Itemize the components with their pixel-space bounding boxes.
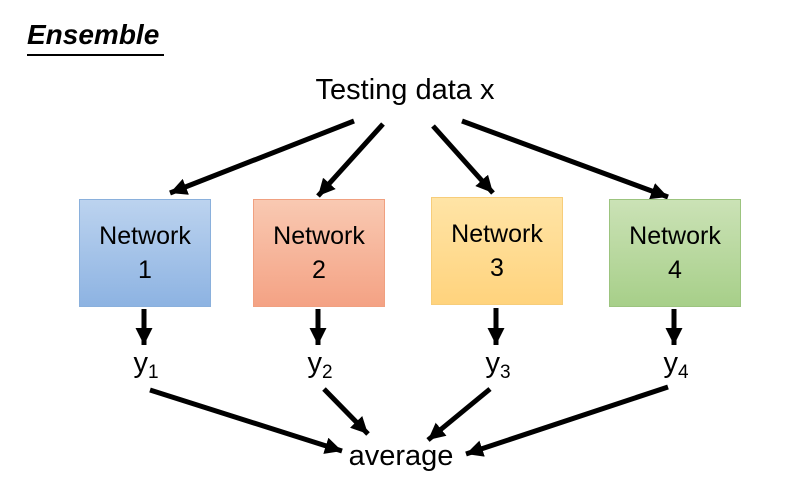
title-underline bbox=[27, 54, 164, 56]
output-subscript: 1 bbox=[147, 362, 159, 383]
arrow-output-1-to-average bbox=[149, 387, 343, 454]
network-label: Network bbox=[451, 220, 543, 248]
network-label: Network bbox=[99, 222, 191, 250]
arrow-output-2-to-average bbox=[322, 387, 370, 436]
network-box-4: Network 4 bbox=[609, 199, 741, 307]
network-label: Network bbox=[629, 222, 721, 250]
output-y1: y1 bbox=[116, 346, 176, 383]
network-number: 1 bbox=[138, 256, 152, 284]
arrow-input-to-network-4 bbox=[461, 118, 669, 200]
network-box-2: Network 2 bbox=[253, 199, 385, 307]
output-subscript: 3 bbox=[499, 362, 511, 383]
combine-label: average bbox=[348, 440, 454, 472]
output-subscript: 4 bbox=[677, 362, 689, 383]
network-label: Network bbox=[273, 222, 365, 250]
diagram-title: Ensemble bbox=[27, 19, 160, 50]
input-label: Testing data x bbox=[315, 74, 495, 106]
output-symbol: y bbox=[485, 347, 500, 379]
arrow-input-to-network-3 bbox=[431, 124, 495, 195]
output-y4: y4 bbox=[646, 346, 706, 383]
output-symbol: y bbox=[133, 347, 148, 379]
output-symbol: y bbox=[663, 347, 678, 379]
output-subscript: 2 bbox=[321, 362, 333, 383]
network-box-3: Network 3 bbox=[431, 197, 563, 305]
output-y2: y2 bbox=[290, 346, 350, 383]
network-number: 2 bbox=[312, 256, 326, 284]
output-symbol: y bbox=[307, 347, 322, 379]
arrow-input-to-network-1 bbox=[169, 118, 355, 196]
network-number: 3 bbox=[490, 254, 504, 282]
network-number: 4 bbox=[668, 256, 682, 284]
output-y3: y3 bbox=[468, 346, 528, 383]
arrow-output-3-to-average bbox=[426, 387, 492, 442]
arrow-input-to-network-2 bbox=[316, 122, 385, 198]
arrow-output-4-to-average bbox=[465, 384, 669, 457]
network-box-1: Network 1 bbox=[79, 199, 211, 307]
